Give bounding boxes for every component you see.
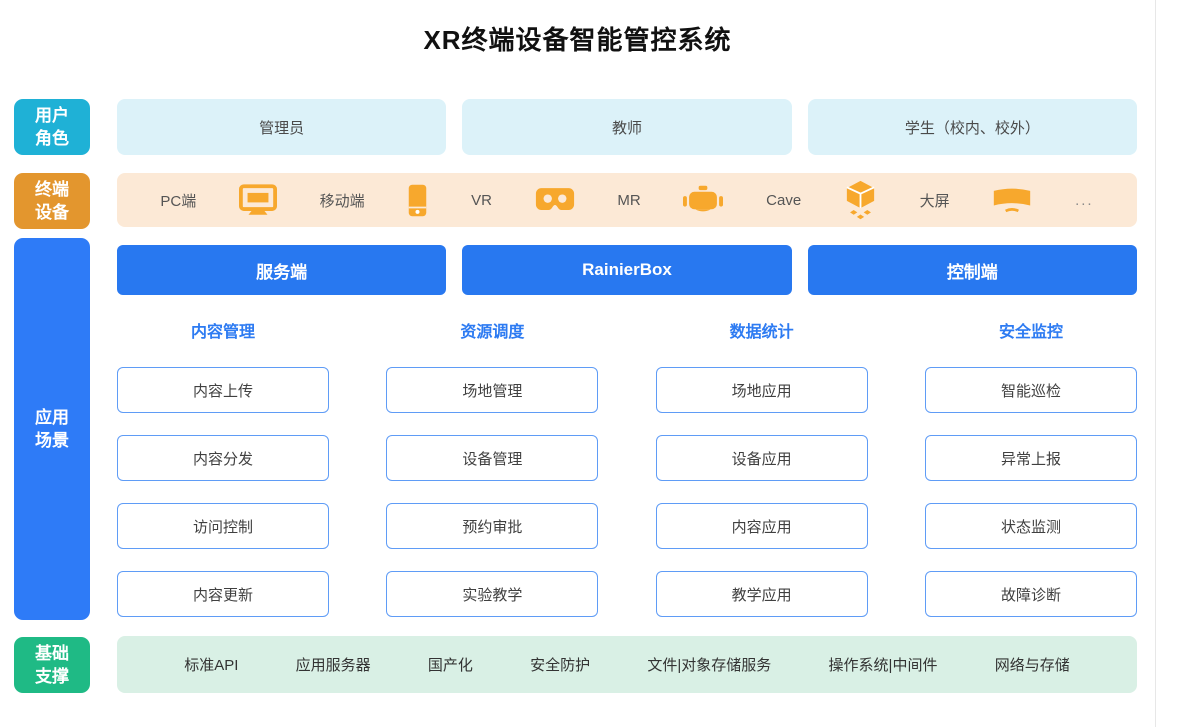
vr-goggles-icon: [535, 186, 575, 214]
foundation-item: 文件|对象存储服务: [647, 657, 772, 674]
item-box: 访问控制: [117, 503, 329, 549]
item-box: 内容上传: [117, 367, 329, 413]
tag-line: 场景: [35, 431, 69, 450]
page-title: XR终端设备智能管控系统: [423, 25, 732, 55]
big-screen-icon: [992, 186, 1032, 214]
sidebar-tag-terminal-devices: 终端 设备: [14, 173, 90, 229]
role-box-student: 学生（校内、校外）: [807, 99, 1137, 155]
role-box-teacher: 教师: [462, 99, 792, 155]
terminal-devices-bar: PC端 移动端 VR MR: [117, 173, 1137, 227]
foundation-item: 应用服务器: [295, 657, 371, 674]
item-box: 场地管理: [386, 367, 599, 413]
sidebar-tag-application-scenarios: 应用 场景: [14, 238, 90, 620]
item-box: 设备管理: [386, 435, 599, 481]
item-box: 智能巡检: [924, 367, 1137, 413]
foundation-item: 安全防护: [530, 657, 591, 674]
cave-cube-icon: [844, 180, 877, 220]
device-label-pc: PC端: [160, 192, 197, 210]
tag-line: 终端: [35, 180, 69, 199]
item-box: 内容应用: [655, 503, 868, 549]
item-box: 异常上报: [924, 435, 1137, 481]
tag-line: 基础: [35, 644, 69, 663]
foundation-item: 国产化: [427, 657, 473, 674]
item-box: 场地应用: [655, 367, 868, 413]
item-box: 教学应用: [655, 571, 868, 617]
foundation-item: 操作系统|中间件: [828, 657, 938, 674]
sidebar-tag-user-roles: 用户 角色: [14, 99, 90, 155]
column-header: 数据统计: [729, 324, 794, 341]
platforms-row: 服务端 RainierBox 控制端: [117, 245, 1137, 295]
device-label-cave: Cave: [766, 191, 802, 209]
foundation-bar: 标准API 应用服务器 国产化 安全防护 文件|对象存储服务 操作系统|中间件 …: [117, 636, 1137, 693]
item-box: 故障诊断: [924, 571, 1137, 617]
tag-line: 设备: [35, 203, 69, 222]
scenario-columns: 内容管理 内容上传 内容分发 访问控制 内容更新 资源调度 场地管理 设备管理 …: [117, 318, 1137, 617]
tag-line: 应用: [35, 408, 69, 427]
tag-line: 支撑: [35, 667, 69, 686]
item-box: 实验教学: [386, 571, 599, 617]
column-header: 资源调度: [460, 324, 525, 341]
platform-server: 服务端: [117, 245, 447, 295]
device-label-vr: VR: [471, 191, 492, 209]
device-label-mobile: 移动端: [319, 192, 365, 210]
column-resource-scheduling: 资源调度 场地管理 设备管理 预约审批 实验教学: [386, 318, 599, 617]
monitor-icon: [238, 183, 277, 217]
column-content-management: 内容管理 内容上传 内容分发 访问控制 内容更新: [117, 318, 329, 617]
device-label-mr: MR: [617, 191, 641, 209]
column-header: 内容管理: [190, 324, 255, 341]
item-box: 预约审批: [386, 503, 599, 549]
platform-rainierbox: RainierBox: [462, 245, 792, 295]
column-data-statistics: 数据统计 场地应用 设备应用 内容应用 教学应用: [655, 318, 868, 617]
column-security-monitoring: 安全监控 智能巡检 异常上报 状态监测 故障诊断: [924, 318, 1137, 617]
sidebar-tag-basic-support: 基础 支撑: [14, 637, 90, 693]
smartphone-icon: [407, 183, 428, 218]
tag-line: 用户: [35, 106, 69, 125]
device-more-ellipsis: ...: [1075, 191, 1094, 209]
item-box: 内容更新: [117, 571, 329, 617]
role-box-admin: 管理员: [117, 99, 447, 155]
item-box: 内容分发: [117, 435, 329, 481]
item-box: 设备应用: [655, 435, 868, 481]
column-header: 安全监控: [998, 324, 1063, 341]
platform-controller: 控制端: [807, 245, 1137, 295]
page-edge-divider: [1155, 0, 1156, 727]
item-box: 状态监测: [924, 503, 1137, 549]
device-label-bigscreen: 大屏: [919, 192, 950, 210]
mr-headset-icon: [683, 185, 724, 216]
foundation-item: 标准API: [184, 657, 239, 674]
user-roles-row: 管理员 教师 学生（校内、校外）: [117, 99, 1137, 155]
tag-line: 角色: [35, 129, 69, 148]
foundation-item: 网络与存储: [994, 657, 1070, 674]
